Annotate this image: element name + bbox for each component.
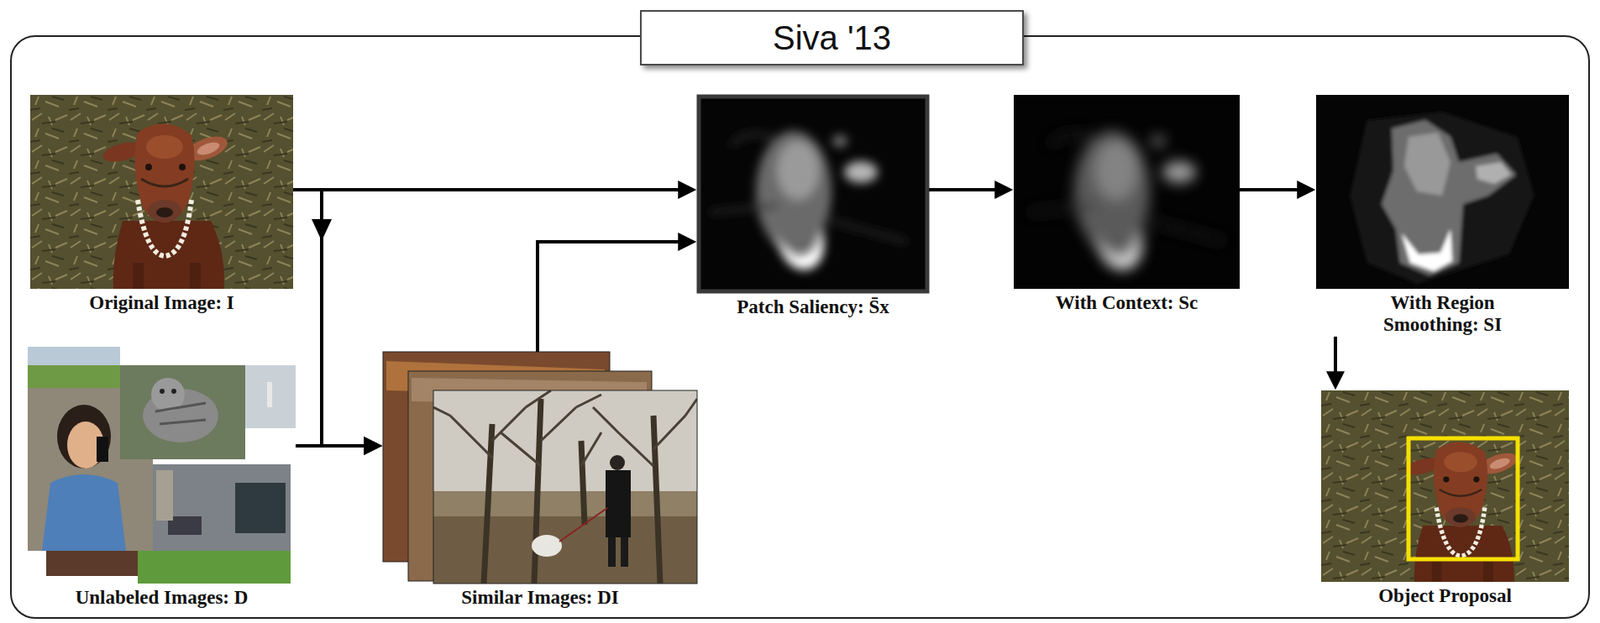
object-proposal-photo-part [1321, 390, 1569, 583]
object-proposal-photo [1321, 390, 1569, 591]
flow-arrow-line [1333, 336, 1338, 383]
unlabeled-collage-part [27, 346, 121, 366]
context-saliency-map-part [1013, 94, 1240, 289]
flow-arrow-line [1239, 188, 1308, 192]
flow-arrow [293, 189, 375, 446]
similar-images-stack-part-part-part [605, 470, 631, 538]
unlabeled-collage-part [96, 436, 109, 462]
unlabeled-collage-part [245, 365, 296, 429]
patch-saliency-map-part [697, 94, 929, 294]
smoothed-saliency-map-part-part [1381, 120, 1517, 276]
similar-images-stack-part-part-part [559, 508, 608, 542]
flow-arrow [295, 445, 375, 447]
flow-arrow-line [293, 188, 689, 192]
image-caption: Original Image: I [30, 292, 294, 315]
similar-images-stack-part-part-part [531, 535, 562, 557]
original-photo-part [30, 94, 294, 289]
patch-saliency-map-part [709, 131, 908, 270]
similar-images-stack-part-part-part [609, 455, 625, 471]
similar-images-stack-part-part [433, 390, 698, 584]
image-caption: Object Proposal [1321, 585, 1569, 608]
unlabeled-collage-part [137, 550, 291, 584]
method-frame: Siva '13Original Image: IUnlabeled Image… [10, 35, 1590, 620]
unlabeled-collage-part [159, 388, 165, 394]
flow-arrow-line [295, 444, 375, 448]
image-panel: With Context: Sc [1013, 94, 1240, 315]
image-panel: Unlabeled Images: D [27, 346, 296, 609]
flow-arrow [537, 241, 689, 352]
patch-saliency-map [697, 94, 929, 294]
unlabeled-collage-part [267, 382, 273, 408]
context-saliency-map-part [1028, 131, 1226, 270]
flow-arrow-line [293, 189, 375, 446]
image-panel: Original Image: I [30, 94, 294, 315]
image-caption: Patch Saliency: S̄x [697, 296, 929, 319]
unlabeled-collage-part [156, 470, 174, 521]
image-panel: With Region Smoothing: SI [1316, 94, 1569, 337]
similar-images-stack-part-part-part [620, 537, 629, 567]
unlabeled-collage-part [120, 365, 246, 460]
image-panel: Patch Saliency: S̄x [697, 94, 929, 319]
smoothed-saliency-map-part-part [1401, 229, 1453, 272]
unlabeled-collage [27, 346, 296, 584]
smoothed-saliency-map-part [1316, 94, 1569, 289]
image-caption: With Context: Sc [1013, 292, 1240, 315]
smoothed-saliency-map-part-part [1349, 111, 1535, 284]
similar-images-stack [382, 351, 698, 584]
context-saliency-map [1013, 94, 1240, 289]
patch-saliency-map-part [698, 96, 928, 292]
similar-images-stack-part-part-part [433, 390, 698, 467]
smoothed-saliency-map-part-part [1404, 132, 1451, 196]
unlabeled-collage-part [57, 404, 111, 469]
unlabeled-collage-part [151, 464, 291, 551]
method-title: Siva '13 [640, 10, 1024, 66]
smoothed-saliency-map-part-part [1475, 162, 1511, 184]
flow-arrow-head [311, 219, 332, 242]
object-proposal-photo-part-part [1408, 438, 1518, 560]
similar-images-stack-part [433, 390, 698, 584]
unlabeled-collage-part [155, 403, 206, 425]
similar-images-stack-part-part [433, 390, 698, 584]
flow-arrow-line [928, 188, 1006, 192]
unlabeled-collage-part [235, 482, 286, 534]
flow-arrow [928, 189, 1006, 191]
similar-images-stack-part-part-part [483, 398, 661, 584]
image-caption: Similar Images: DI [382, 587, 698, 609]
original-photo-part-part [100, 123, 231, 289]
image-caption: Unlabeled Images: D [27, 587, 296, 609]
image-panel: Object Proposal [1321, 390, 1569, 608]
unlabeled-collage-part [171, 388, 177, 394]
smoothed-saliency-map [1316, 94, 1569, 289]
flow-arrow [1239, 189, 1308, 191]
flow-arrow-line [537, 241, 689, 352]
flow-arrow [293, 189, 689, 191]
similar-images-stack-part-part-part [433, 390, 698, 584]
image-caption: With Region Smoothing: SI [1363, 292, 1523, 337]
similar-images-stack-part-part-part [608, 537, 616, 567]
original-photo [30, 94, 294, 297]
flow-arrow [1335, 336, 1337, 383]
image-panel: Similar Images: DI [382, 351, 698, 609]
unlabeled-collage-part [41, 474, 126, 551]
smoothed-saliency-map-part [1349, 111, 1535, 284]
